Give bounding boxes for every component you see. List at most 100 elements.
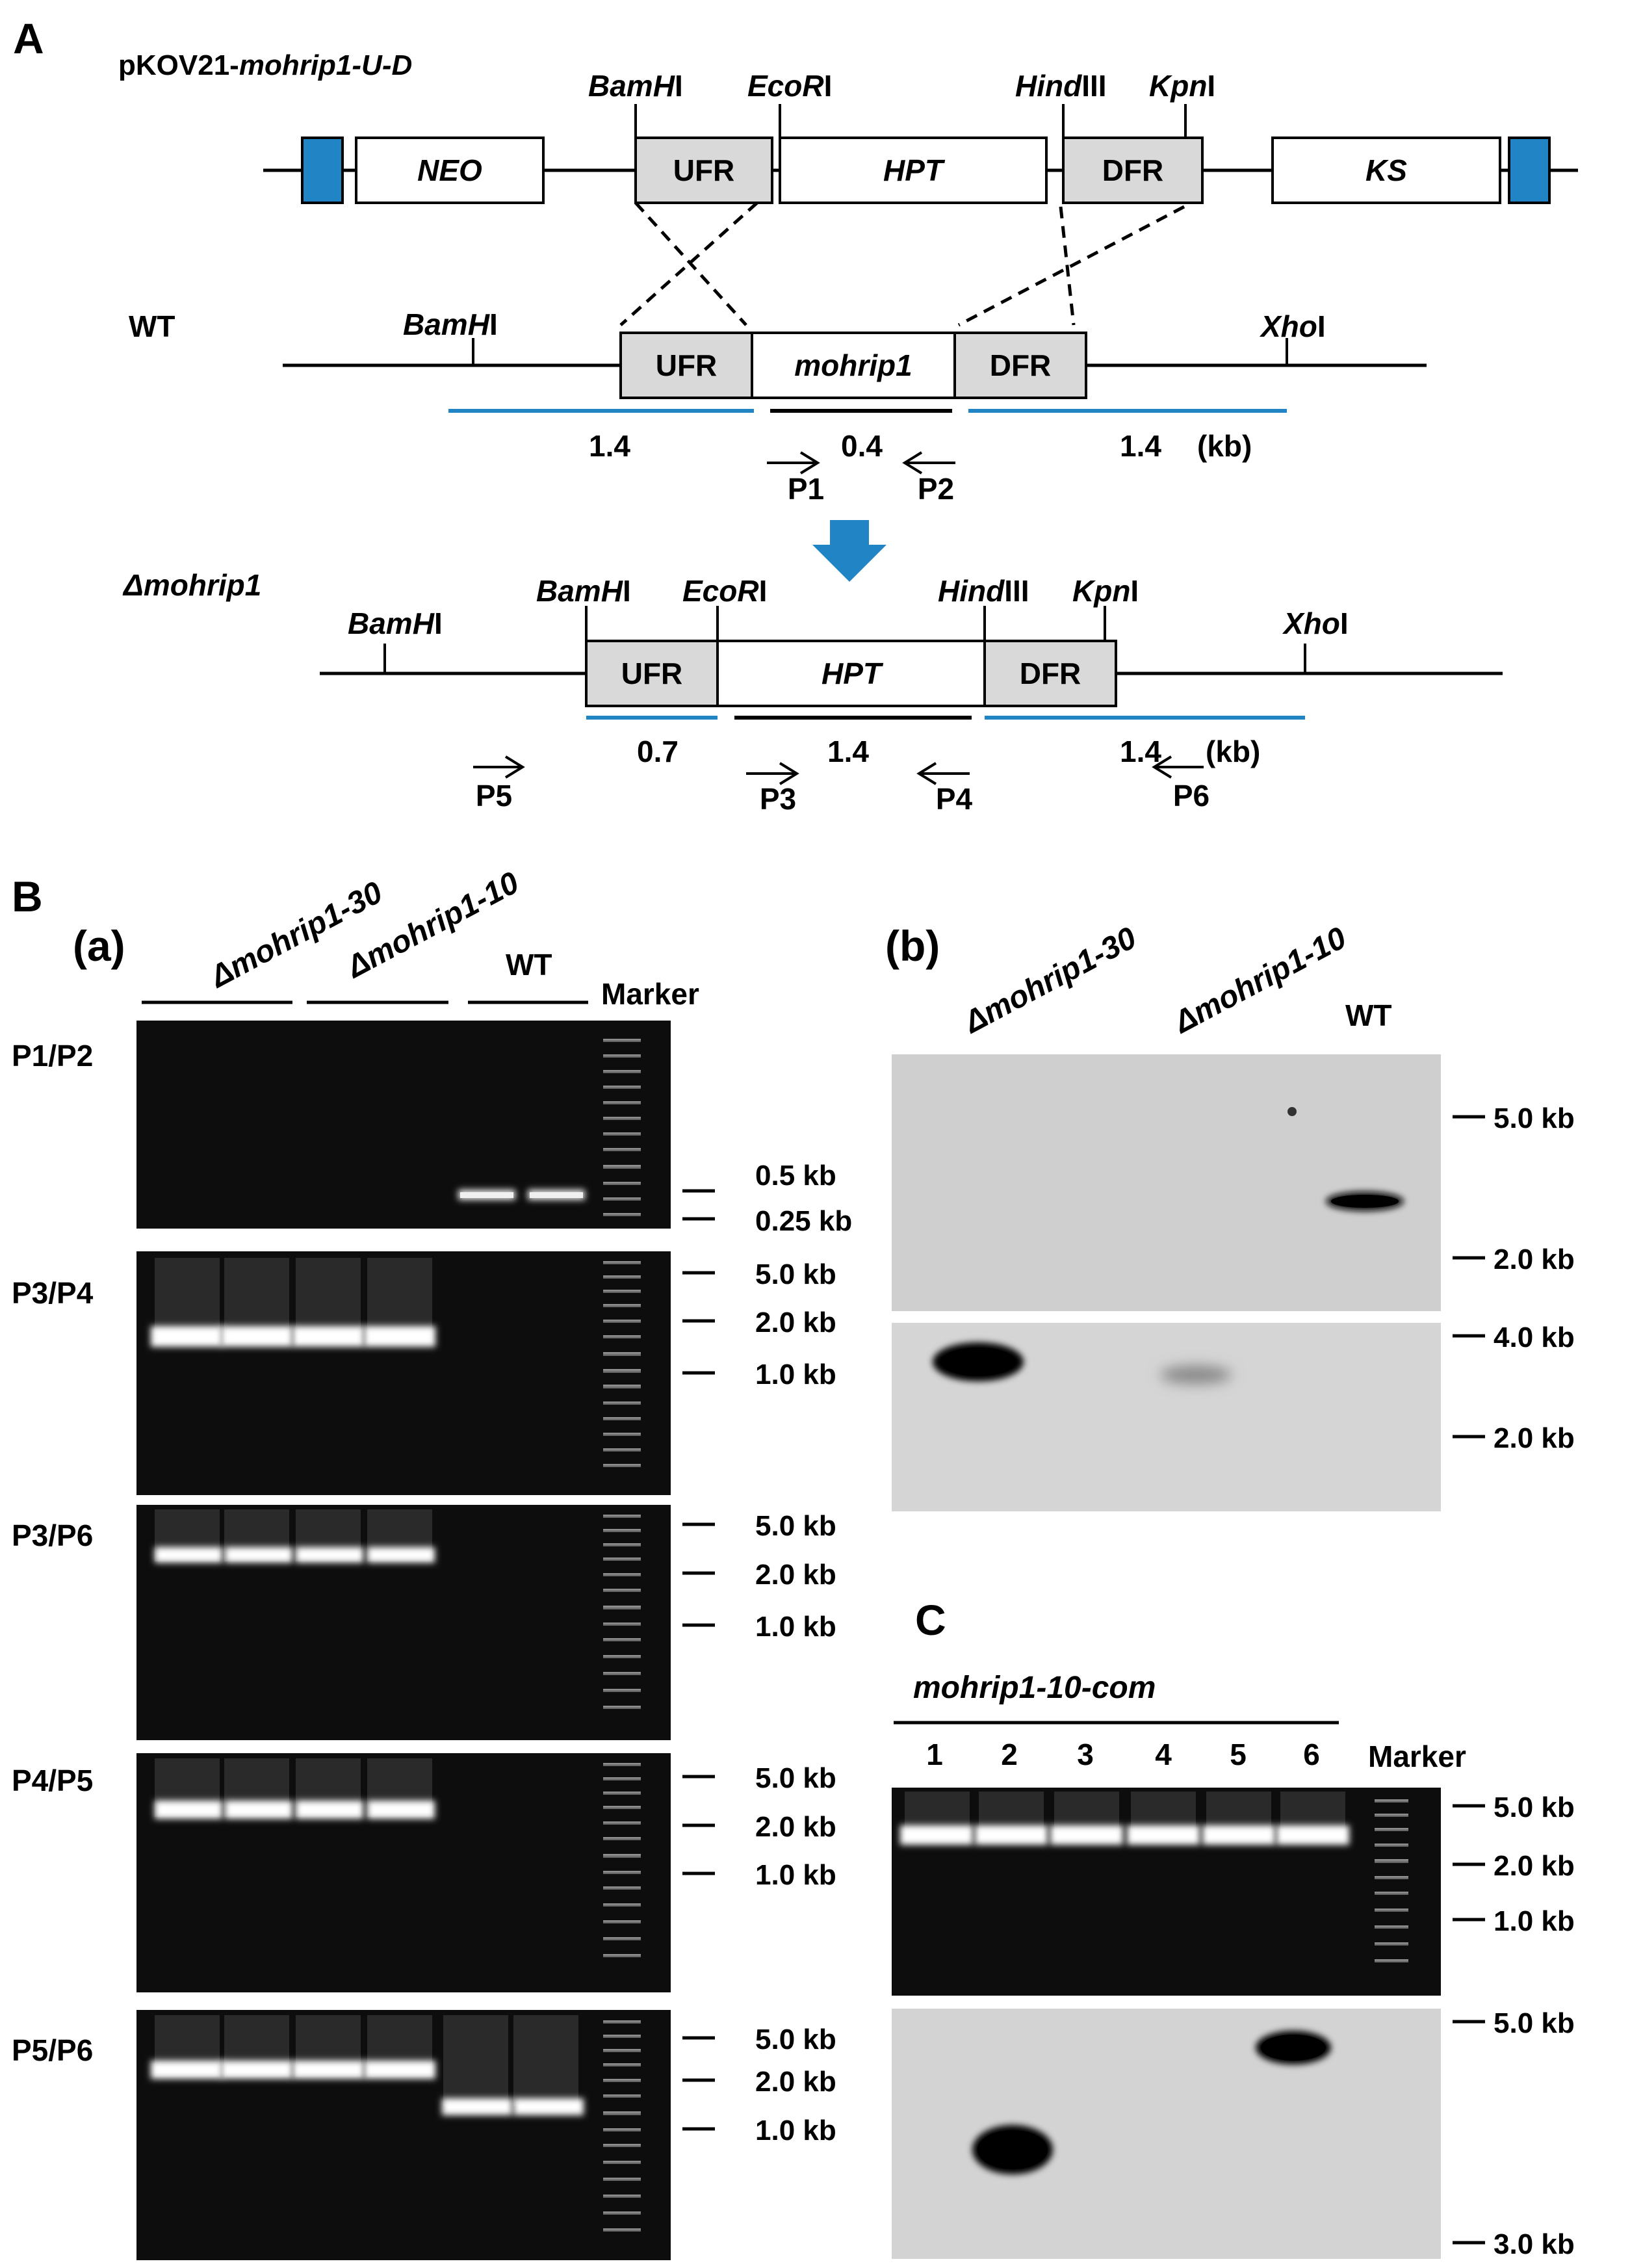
primer-label-p1: P1 xyxy=(788,472,824,506)
gel-band xyxy=(292,2061,364,2079)
wt-size-unit: (kb) xyxy=(1197,429,1252,463)
gel-primer-label: P4/P5 xyxy=(12,1764,93,1797)
gel-band xyxy=(900,1825,973,1845)
plasmid-ufr-box xyxy=(634,137,773,204)
ko-site-label-ecori: EcoRI xyxy=(682,574,767,608)
gel-band xyxy=(1127,1825,1200,1845)
gel-band xyxy=(225,1801,292,1819)
gel-p3-p4: P3/P4 5.0 kb 2.0 kb xyxy=(12,1251,836,1495)
marker-label: 1.0 kb xyxy=(755,1611,836,1643)
marker-label: 5.0 kb xyxy=(755,2024,836,2055)
complement-marker-label: Marker xyxy=(1368,1740,1466,1773)
marker-label: 3.0 kb xyxy=(1494,2228,1575,2260)
gel-band xyxy=(1202,1825,1275,1845)
lane-number: 1 xyxy=(926,1738,943,1771)
ko-site-label-hindiii: HindIII xyxy=(938,574,1029,608)
wt-site-label-xhoi: XhoI xyxy=(1259,309,1326,343)
blot-speck xyxy=(1287,1107,1297,1116)
lane-label-wt: WT xyxy=(506,948,552,982)
transition-down-arrow xyxy=(812,520,886,582)
primer-label-p2: P2 xyxy=(918,472,954,506)
marker-label: 1.0 kb xyxy=(755,1859,836,1891)
wt-ufr-box xyxy=(619,332,753,399)
wt-size-left: 1.4 xyxy=(589,429,630,463)
ko-site-label-bamhi-1: BamHI xyxy=(348,606,443,640)
blot-band xyxy=(1331,1195,1399,1208)
wt-size-right: 1.4 xyxy=(1120,429,1161,463)
ko-label: Δmohrip1 xyxy=(122,568,261,602)
blot-image xyxy=(892,1054,1441,1311)
gel-band xyxy=(367,1801,435,1819)
gel-band xyxy=(296,1547,363,1563)
gel-band xyxy=(513,2098,584,2115)
marker-ladder xyxy=(603,2020,641,2232)
primer-arrow-p5 xyxy=(473,755,525,779)
gel-band xyxy=(460,1192,513,1198)
ko-dfr-box xyxy=(983,640,1117,707)
plasmid-end-block-left xyxy=(301,137,344,204)
wt-mohrip1-box xyxy=(751,332,956,399)
marker-ladder xyxy=(603,1261,641,1467)
complement-strain-label: mohrip1-10-com xyxy=(913,1671,1156,1705)
ko-size-left: 0.7 xyxy=(637,735,679,768)
marker-label: 0.5 kb xyxy=(755,1160,836,1192)
marker-ladder xyxy=(603,1763,641,1957)
panel-a: A pKOV21-mohrip1-U-D NEO UFR HPT DFR KS … xyxy=(13,14,1578,816)
panel-a-label: A xyxy=(13,14,44,62)
gel-band xyxy=(155,1547,222,1563)
neo-label: NEO xyxy=(417,153,482,187)
gel-band xyxy=(1276,1825,1349,1845)
ko-ufr-label: UFR xyxy=(621,657,683,690)
marker-label: 2.0 kb xyxy=(1494,1850,1575,1882)
wt-dfr-label: DFR xyxy=(990,348,1052,382)
plasmid-hpt-label: HPT xyxy=(883,153,946,187)
southern-lane-label-ko30: Δmohrip1-30 xyxy=(958,920,1143,1040)
gel-band xyxy=(530,1192,583,1198)
marker-label: 1.0 kb xyxy=(1494,1905,1575,1937)
lane-number: 4 xyxy=(1155,1738,1172,1771)
marker-label: 1.0 kb xyxy=(755,2115,836,2146)
site-label-ecori: EcoRI xyxy=(747,69,832,103)
southern-lane-label-ko10: Δmohrip1-10 xyxy=(1168,920,1352,1040)
blot-band xyxy=(977,2130,1048,2169)
lane-number: 5 xyxy=(1230,1738,1247,1771)
wt-dfr-box xyxy=(953,332,1087,399)
lane-label-marker: Marker xyxy=(601,977,699,1011)
gel-primer-label: P3/P6 xyxy=(12,1519,93,1552)
complement-southern-blot: 5.0 kb 3.0 kb xyxy=(892,2007,1575,2260)
marker-ladder xyxy=(603,1515,641,1709)
blot-band xyxy=(940,1348,1016,1376)
gel-band xyxy=(364,2061,435,2079)
marker-label: 2.0 kb xyxy=(755,2066,836,2098)
gel-image xyxy=(136,1021,671,1229)
gel-primer-label: P5/P6 xyxy=(12,2033,93,2067)
blot-band xyxy=(1261,2035,1326,2061)
wt-ufr-label: UFR xyxy=(656,348,718,382)
site-label-hindiii: HindIII xyxy=(1015,69,1107,103)
gel-band xyxy=(221,2061,292,2079)
ko-size-middle: 1.4 xyxy=(827,735,869,768)
plasmid-dfr-label: DFR xyxy=(1102,153,1164,187)
gel-p1-p2: P1/P2 0.5 kb 0.25 kb xyxy=(12,1021,852,1237)
plasmid-dfr-box xyxy=(1062,137,1204,204)
gel-band xyxy=(975,1825,1048,1845)
primer-arrow-p4 xyxy=(916,762,970,785)
gel-primer-label: P3/P4 xyxy=(12,1276,94,1310)
panel-b-label: B xyxy=(12,872,43,920)
panel-b: B (a) Δmohrip1-30 Δmohrip1-10 WT Marker … xyxy=(12,865,1575,2260)
gel-band xyxy=(364,1326,435,1347)
marker-label: 2.0 kb xyxy=(755,1811,836,1843)
blot-image xyxy=(892,2009,1441,2259)
gel-band xyxy=(151,1326,222,1347)
gel-band xyxy=(221,1326,292,1347)
primer-arrow-p3 xyxy=(746,762,799,785)
gel-band xyxy=(155,1801,222,1819)
gel-primer-label: P1/P2 xyxy=(12,1039,93,1073)
site-label-kpni: KpnI xyxy=(1149,69,1215,103)
primer-label-p4: P4 xyxy=(936,782,973,816)
gel-band xyxy=(225,1547,292,1563)
gel-band xyxy=(1050,1825,1123,1845)
wt-size-middle: 0.4 xyxy=(841,429,883,463)
gel-band xyxy=(367,1547,435,1563)
